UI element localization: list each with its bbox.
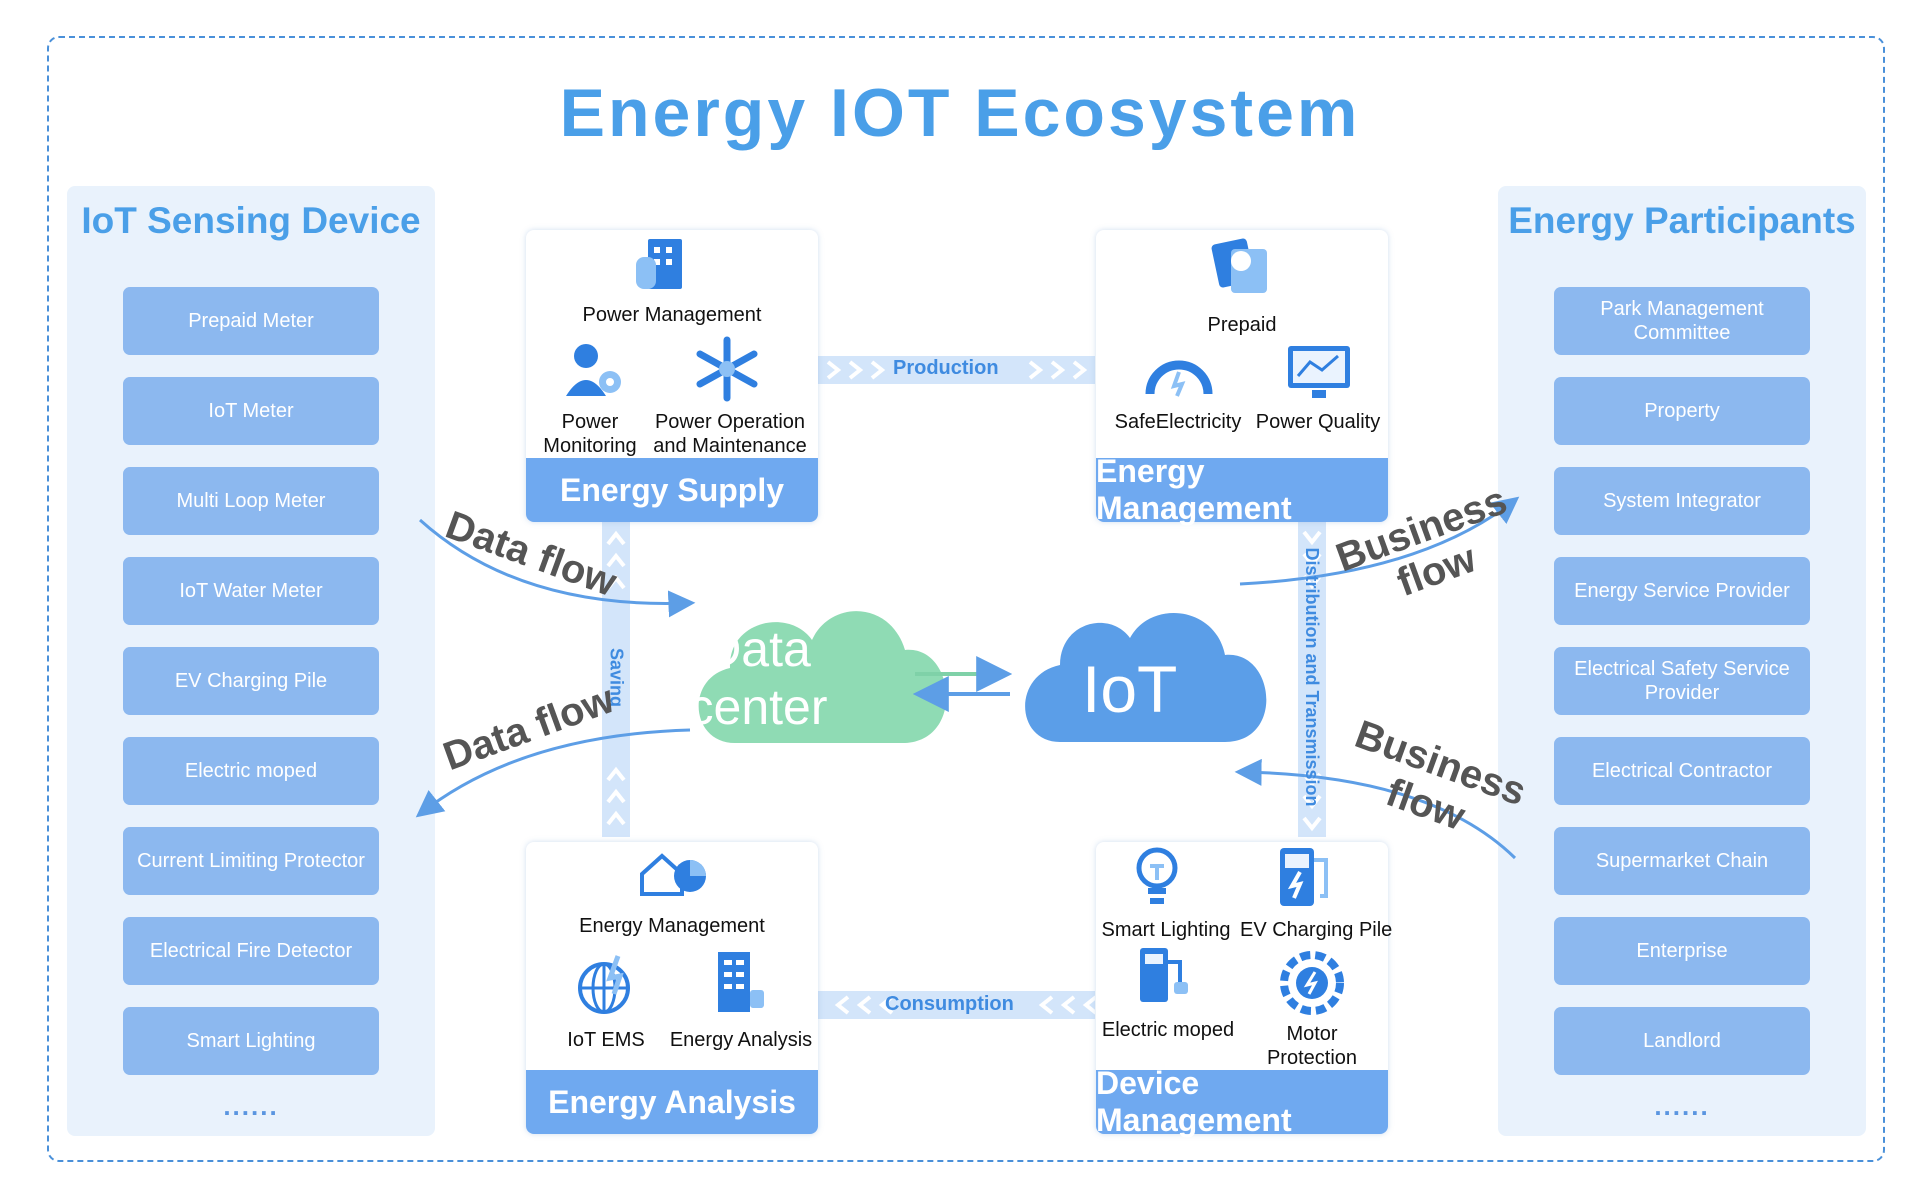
data-center-text: Data center <box>688 621 828 735</box>
energy-analysis-item-label: Energy Analysis <box>669 1029 813 1051</box>
safe-electricity-icon <box>1145 360 1213 397</box>
consumption-label: Consumption <box>885 993 1014 1015</box>
power-quality-icon <box>1288 346 1350 398</box>
data-center-cloud <box>698 611 947 743</box>
sensing-item[interactable]: EV Charging Pile <box>123 647 379 715</box>
participants-more: ...... <box>1654 1091 1710 1121</box>
production-band <box>817 356 1095 384</box>
business-flow-out-arrow <box>1239 496 1520 586</box>
saving-band <box>602 522 630 837</box>
power-management-icon <box>636 239 682 289</box>
power-monitoring-icon <box>566 344 621 396</box>
energy-management-icon <box>640 853 706 896</box>
smart-lighting-icon <box>1136 847 1178 904</box>
energy-management-card[interactable]: Prepaid SafeElectricity Power Quality En… <box>1096 230 1388 526</box>
ev-charging-icon <box>1280 848 1328 906</box>
energy-participants-heading: Energy Participants <box>1508 200 1856 241</box>
prepaid-label: Prepaid <box>1207 314 1277 336</box>
consumption-band <box>817 991 1095 1019</box>
sensing-item[interactable]: Smart Lighting <box>123 1007 379 1075</box>
device-management-card[interactable]: Smart Lighting EV Charging Pile Electric… <box>1096 842 1393 1138</box>
data-flow-in-arrow <box>418 518 696 618</box>
production-label: Production <box>893 357 999 379</box>
participant-item[interactable]: Electrical Contractor <box>1554 737 1810 805</box>
power-monitoring-label: Power Monitoring <box>543 411 637 457</box>
outer-dashed-frame <box>47 36 1885 1162</box>
participant-item[interactable]: Supermarket Chain <box>1554 827 1810 895</box>
participant-item[interactable]: Landlord <box>1554 1007 1810 1075</box>
operation-maintenance-label: Power Operation and Maintenance <box>653 411 807 457</box>
sensing-item[interactable]: Multi Loop Meter <box>123 467 379 535</box>
participant-item[interactable]: Electrical Safety Service Provider <box>1554 647 1810 715</box>
power-management-label: Power Management <box>582 304 762 326</box>
energy-management-label: Energy Management <box>579 915 765 937</box>
participant-item[interactable]: System Integrator <box>1554 467 1810 535</box>
iot-cloud <box>1025 612 1267 742</box>
participant-item[interactable]: Property <box>1554 377 1810 445</box>
sensing-item[interactable]: Prepaid Meter <box>123 287 379 355</box>
sensing-item[interactable]: Electrical Fire Detector <box>123 917 379 985</box>
ev-charging-label: EV Charging Pile <box>1240 919 1393 941</box>
motor-protection-icon <box>1280 951 1344 1015</box>
business-flow-in-arrow <box>1234 758 1517 860</box>
sensing-item[interactable]: Current Limiting Protector <box>123 827 379 895</box>
energy-supply-card[interactable]: Power Management Power Monitoring Power … <box>526 230 818 522</box>
sensing-item[interactable]: IoT Water Meter <box>123 557 379 625</box>
energy-analysis-icon <box>718 952 764 1012</box>
safe-electricity-label: SafeElectricity <box>1114 411 1242 433</box>
sensing-item[interactable]: IoT Meter <box>123 377 379 445</box>
motor-protection-label: Motor Protection <box>1266 1023 1358 1069</box>
energy-analysis-card[interactable]: Energy Management IoT EMS Energy Analysi… <box>526 842 818 1134</box>
energy-analysis-title: Energy Analysis <box>526 1070 818 1134</box>
iot-label: IoT <box>1082 652 1178 726</box>
data-center-label-1: Data center <box>688 620 828 737</box>
iot-sensing-heading: IoT Sensing Device <box>81 200 421 241</box>
energy-participants-panel: Energy Participants Park Management Comm… <box>1498 186 1866 1136</box>
electric-moped-label: Electric moped <box>1101 1019 1235 1041</box>
distribution-label: Distribution and Transmission <box>1302 547 1322 807</box>
sensing-item[interactable]: Electric moped <box>123 737 379 805</box>
power-quality-label: Power Quality <box>1255 411 1381 433</box>
page-title: Energy IOT Ecosystem <box>559 75 1361 151</box>
data-flow-out-arrow <box>415 728 691 818</box>
energy-supply-title: Energy Supply <box>526 458 818 522</box>
iot-ems-label: IoT EMS <box>567 1029 645 1051</box>
prepaid-icon <box>1211 238 1267 293</box>
smart-lighting-label: Smart Lighting <box>1101 919 1231 941</box>
operation-maintenance-icon <box>696 336 758 402</box>
participant-item[interactable]: Energy Service Provider <box>1554 557 1810 625</box>
device-management-title: Device Management <box>1096 1065 1388 1138</box>
participant-item[interactable]: Park Management Committee <box>1554 287 1810 355</box>
participant-item[interactable]: Enterprise <box>1554 917 1810 985</box>
iot-sensing-panel: IoT Sensing Device Prepaid Meter IoT Met… <box>67 186 435 1136</box>
sensing-more: ...... <box>223 1091 279 1121</box>
electric-moped-icon <box>1140 948 1188 1002</box>
energy-management-title: Energy Management <box>1096 453 1388 526</box>
iot-ems-icon <box>578 955 630 1014</box>
